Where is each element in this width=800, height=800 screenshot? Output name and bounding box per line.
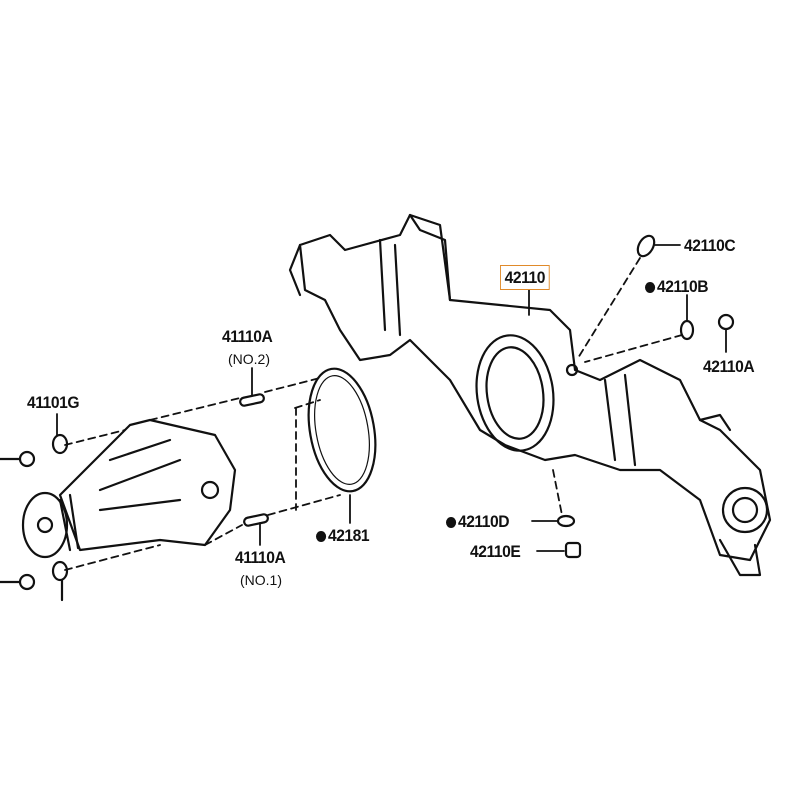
part-label-41101g[interactable]: 41101G bbox=[27, 393, 80, 412]
part-note-no1: (NO.1) bbox=[240, 572, 282, 588]
non-reusable-part-marker bbox=[446, 517, 457, 528]
carrier-gasket-inner bbox=[314, 375, 370, 485]
part-label-42110e[interactable]: 42110E bbox=[470, 542, 521, 561]
part-label-41110a-no1[interactable]: 41110A bbox=[235, 548, 286, 567]
part-number: 42110B bbox=[656, 277, 709, 296]
part-label-42110b[interactable]: 42110B bbox=[645, 277, 709, 296]
part-label-42181[interactable]: 42181 bbox=[316, 526, 370, 545]
part-number: 42181 bbox=[327, 526, 370, 545]
assembly-lines bbox=[64, 257, 683, 571]
non-reusable-part-marker bbox=[645, 282, 656, 293]
part-label-42110[interactable]: 42110 bbox=[500, 265, 550, 290]
carrier-gasket-drawing bbox=[307, 367, 377, 493]
part-label-41110a-no2[interactable]: 41110A bbox=[222, 327, 273, 346]
leader-lines bbox=[56, 244, 727, 552]
part-note-no2: (NO.2) bbox=[228, 351, 270, 367]
part-number: 42110 bbox=[504, 268, 546, 287]
non-reusable-part-marker bbox=[316, 531, 327, 542]
part-number: 42110D bbox=[457, 512, 510, 531]
part-label-42110c[interactable]: 42110C bbox=[684, 236, 736, 255]
part-label-42110a[interactable]: 42110A bbox=[703, 357, 755, 376]
part-label-42110d[interactable]: 42110D bbox=[446, 512, 510, 531]
axle-housing-drawing bbox=[288, 213, 772, 577]
differential-carrier-drawing bbox=[21, 418, 237, 559]
